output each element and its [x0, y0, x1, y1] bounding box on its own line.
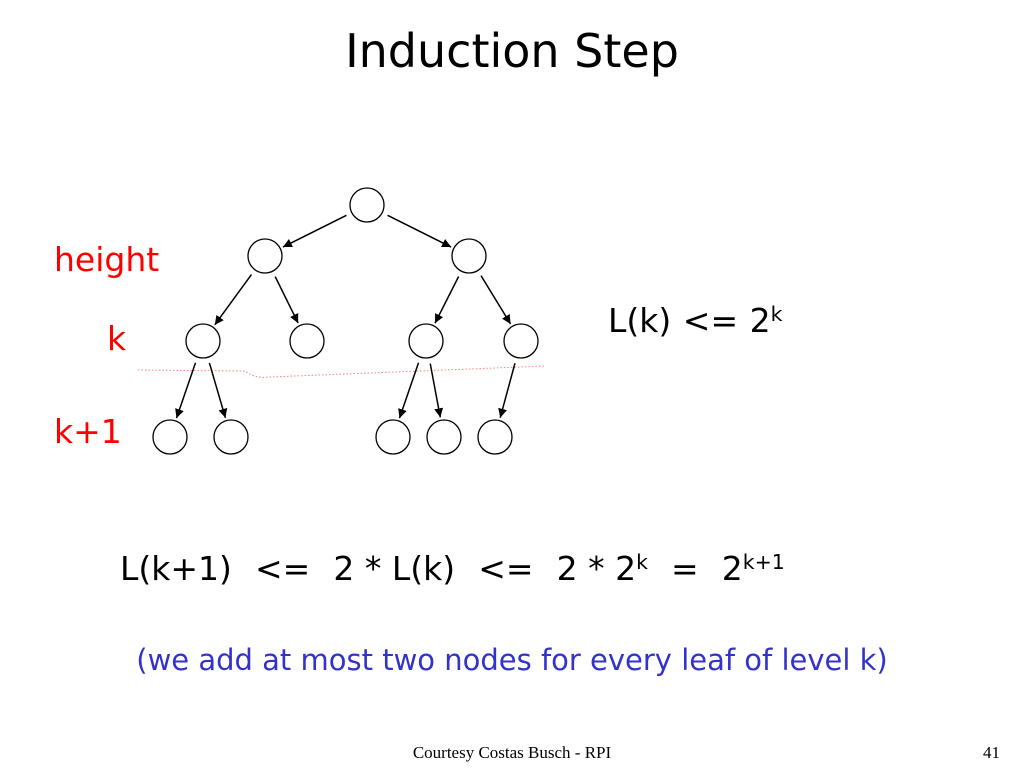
tree-node-level-k	[289, 323, 325, 359]
tree-edge-arrow	[498, 363, 516, 418]
tree-node-level-k	[503, 323, 539, 359]
tree-node-level-k-plus-1	[426, 419, 462, 455]
tree-edge-arrow	[434, 276, 460, 324]
formula-term-4-base: 2	[721, 549, 743, 588]
formula-induction: L(k+1) <= 2 * L(k) <= 2 * 2k = 2k+1	[120, 552, 785, 585]
formula-op-3: =	[671, 549, 699, 588]
formula-term-2: 2 * L(k)	[333, 549, 456, 588]
formula-term-3-exp: k	[636, 549, 648, 574]
footer-credit: Courtesy Costas Busch - RPI	[412, 743, 612, 762]
formula-leaf-bound: L(k) <= 2k	[608, 304, 783, 337]
tree-edge-arrow	[282, 214, 347, 248]
tree-edge-arrow	[398, 362, 420, 419]
formula-op-2: <=	[478, 549, 534, 588]
tree-edge-arrow	[208, 362, 228, 419]
tree-node-level-k-plus-1	[477, 419, 513, 455]
tree-edges	[175, 214, 516, 419]
explanation-note: (we add at most two nodes for every leaf…	[136, 643, 888, 677]
tree-node-level-1	[247, 238, 283, 274]
formula-term-4-exp: k+1	[742, 549, 785, 574]
tree-node-level-k-plus-1	[213, 419, 249, 455]
formula-term-3-base: 2 * 2	[556, 549, 637, 588]
tree-edge-arrow	[429, 363, 444, 418]
tree-node-level-k-plus-1	[375, 419, 411, 455]
formula-term-1: L(k+1)	[120, 549, 232, 588]
tree-edge-arrow	[214, 274, 253, 326]
label-level-k-plus-1: k+1	[54, 412, 122, 451]
tree-node-root	[349, 187, 385, 223]
tree-node-level-1	[451, 238, 487, 274]
tree-node-level-k	[185, 323, 221, 359]
tree-node-level-k	[408, 323, 444, 359]
tree-edge-arrow	[274, 276, 299, 324]
tree-nodes	[152, 187, 539, 455]
formula-lk-base: 2	[749, 301, 771, 340]
label-height: height	[54, 240, 160, 279]
formula-lk-op: <=	[682, 301, 739, 340]
tree-node-level-k-plus-1	[152, 419, 188, 455]
tree-edge-arrow	[480, 275, 512, 325]
level-k-boundary-line	[137, 365, 546, 378]
label-level-k: k	[107, 319, 127, 358]
level-boundary-path	[137, 365, 546, 378]
formula-op-1: <=	[254, 549, 311, 588]
tree-edge-arrow	[175, 362, 197, 419]
formula-lk-exp: k	[770, 301, 783, 326]
formula-lk-lhs: L(k)	[608, 301, 672, 340]
page-number: 41	[983, 743, 1000, 762]
slide-title: Induction Step	[345, 24, 679, 78]
tree-edge-arrow	[387, 214, 452, 248]
